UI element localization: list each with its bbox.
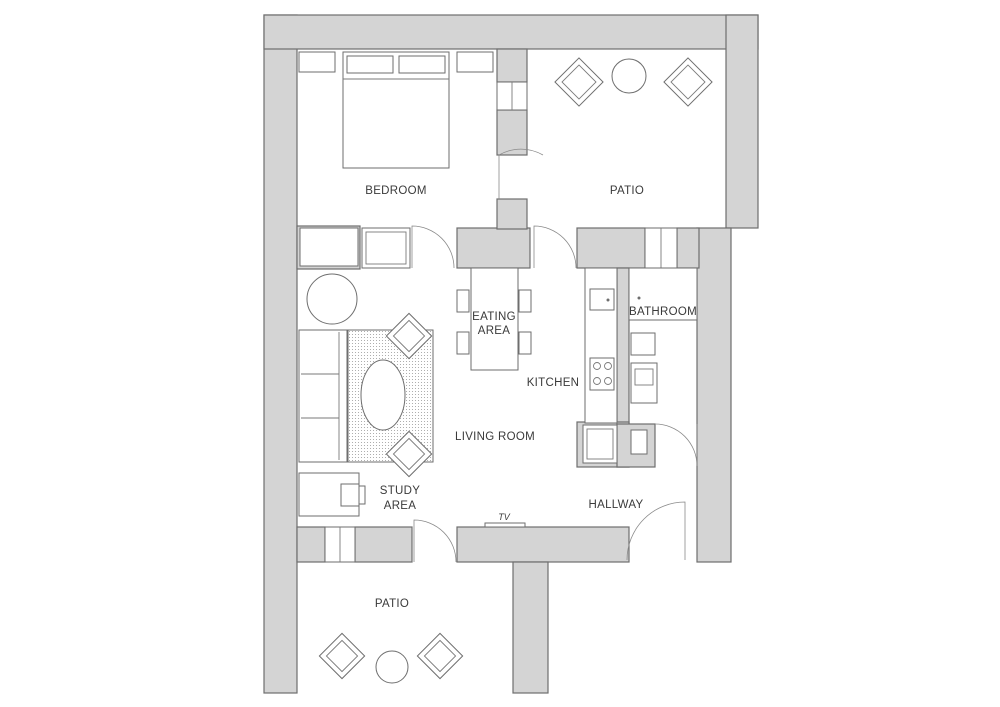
kitchen: [582, 267, 618, 464]
kitchen-sink: [589, 288, 615, 311]
wall-left-outer: [263, 14, 298, 694]
wall-pier-eating-top: [496, 198, 528, 230]
label-kitchen: KITCHEN: [527, 377, 580, 389]
label-patio-top: PATIO: [610, 185, 644, 197]
patio-chair-bottom-left: [318, 632, 366, 680]
living-room: [298, 273, 526, 528]
patio-chair-bottom-right: [416, 632, 464, 680]
label-study-line-1: STUDY: [380, 485, 421, 497]
coffee-table: [360, 359, 406, 431]
wall-patio-bottom-right: [512, 561, 549, 694]
label-tv: TV: [498, 512, 510, 522]
label-bathroom: BATHROOM: [629, 306, 697, 318]
bedroom: [298, 51, 544, 269]
door-patio-bottom: [413, 519, 457, 563]
patio-table-bottom: [375, 650, 409, 684]
nightstand-right: [456, 51, 494, 73]
pillow-left: [346, 55, 394, 74]
patio-bottom: [318, 632, 464, 684]
dining-chair-1: [456, 289, 470, 313]
walls: [263, 14, 759, 694]
nightstand-left: [298, 51, 336, 73]
label-eating-line-2: AREA: [478, 325, 511, 337]
cooktop: [589, 357, 615, 391]
wall-right-patio: [725, 14, 759, 229]
door-living-left: [411, 225, 455, 269]
round-side-table: [306, 273, 358, 325]
dining-chair-2: [456, 331, 470, 355]
door-bathroom: [654, 423, 698, 467]
wall-living-bottom-b: [354, 526, 413, 563]
wall-bed-patio-b: [496, 109, 528, 156]
eating-area: [411, 225, 577, 371]
pillow-right: [398, 55, 446, 74]
patio-table-top: [611, 58, 647, 94]
sofa: [298, 329, 348, 463]
wall-living-bottom-a: [296, 526, 326, 563]
label-living-room: LIVING ROOM: [455, 431, 535, 443]
label-hallway: HALLWAY: [589, 499, 644, 511]
wardrobe: [299, 227, 359, 267]
label-study-line-2: AREA: [384, 500, 417, 512]
room-labels: BEDROOM PATIO EATING AREA KITCHEN BATHRO…: [365, 185, 697, 610]
label-patio-bottom: PATIO: [375, 598, 409, 610]
patio-chair-left: [554, 57, 604, 107]
wall-kitchen-top: [576, 227, 646, 269]
wall-pier-eating: [456, 227, 531, 269]
toilet: [630, 429, 648, 455]
dining-chair-3: [518, 289, 532, 313]
patio-top: [554, 57, 713, 107]
armchair-top: [385, 312, 433, 360]
kitchen-cabinet-low: [582, 424, 618, 464]
door-entrance: [626, 501, 686, 561]
dining-chair-4: [518, 331, 532, 355]
wall-top-outer: [263, 14, 759, 50]
study-area: [298, 472, 366, 517]
study-chair: [340, 483, 360, 507]
wall-bed-patio-a: [496, 48, 528, 83]
study-chair-back: [358, 485, 366, 505]
label-eating-line-1: EATING: [472, 311, 516, 323]
bathroom-fixtures: [628, 267, 698, 467]
cabinet: [361, 227, 411, 269]
wall-living-bottom-c: [456, 526, 630, 563]
wall-bath-top: [676, 227, 700, 269]
hallway-doors: [413, 501, 686, 563]
door-bedroom: [498, 148, 544, 199]
dining-table: [470, 267, 519, 371]
shower: [628, 267, 698, 321]
bath-vanity: [630, 332, 656, 356]
patio-chair-right: [663, 57, 713, 107]
armchair-bottom: [385, 430, 433, 478]
windows: [324, 81, 678, 563]
door-living-right: [533, 225, 577, 269]
wall-right-lower: [696, 227, 732, 563]
label-bedroom: BEDROOM: [365, 185, 427, 197]
tv-unit: [484, 522, 526, 528]
